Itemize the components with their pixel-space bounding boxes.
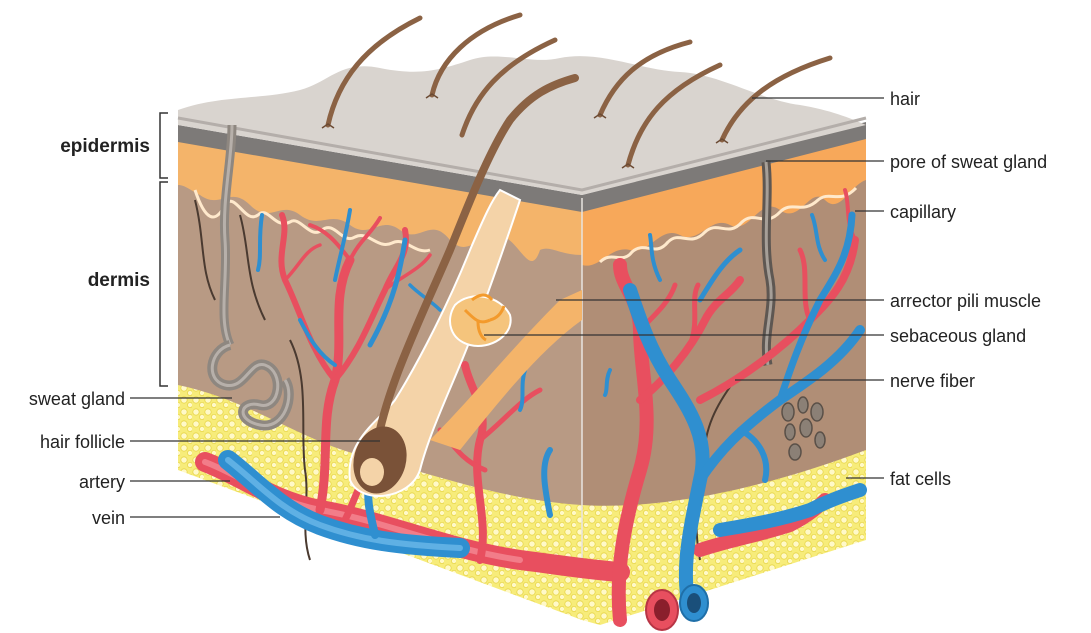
label-vein: vein	[92, 508, 125, 528]
label-hair-follicle: hair follicle	[40, 432, 125, 452]
label-capillary: capillary	[890, 202, 956, 222]
label-nerve-fiber: nerve fiber	[890, 371, 975, 391]
label-sweat-gland: sweat gland	[29, 389, 125, 409]
dermis-bracket	[160, 182, 168, 386]
label-arrector-pili-muscle: arrector pili muscle	[890, 291, 1041, 311]
label-hair: hair	[890, 89, 920, 109]
label-epidermis: epidermis	[60, 136, 150, 157]
label-fat-cells: fat cells	[890, 469, 951, 489]
label-dermis: dermis	[88, 270, 150, 291]
label-artery: artery	[79, 472, 125, 492]
label-sebaceous-gland: sebaceous gland	[890, 326, 1026, 346]
label-pore-of-sweat-gland: pore of sweat gland	[890, 152, 1047, 172]
epidermis-bracket	[160, 113, 168, 178]
